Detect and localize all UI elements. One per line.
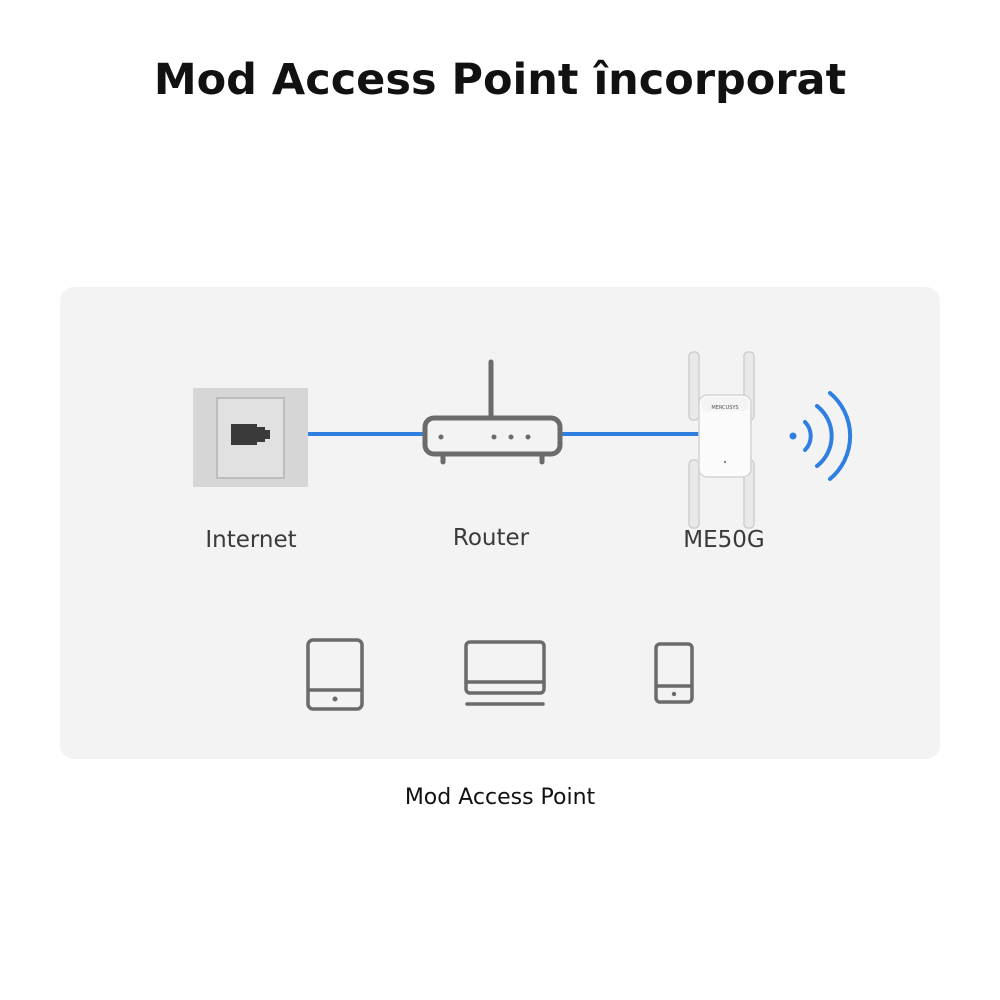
page-title: Mod Access Point încorporat — [153, 55, 847, 105]
wifi-signal-icon — [789, 391, 853, 481]
diagram-caption: Mod Access Point — [404, 785, 596, 810]
tablet-icon — [306, 638, 364, 711]
laptop-icon — [464, 640, 546, 706]
router-icon — [422, 359, 563, 465]
smartphone-icon — [654, 642, 694, 704]
node-label-internet: Internet — [205, 527, 297, 553]
node-label-extender: ME50G — [683, 527, 765, 553]
node-label-router: Router — [452, 525, 530, 551]
ethernet-wall-socket-icon — [193, 388, 308, 487]
device-brand-label: MERCUSYS — [711, 405, 738, 411]
range-extender-icon: MERCUSYS — [688, 351, 755, 529]
